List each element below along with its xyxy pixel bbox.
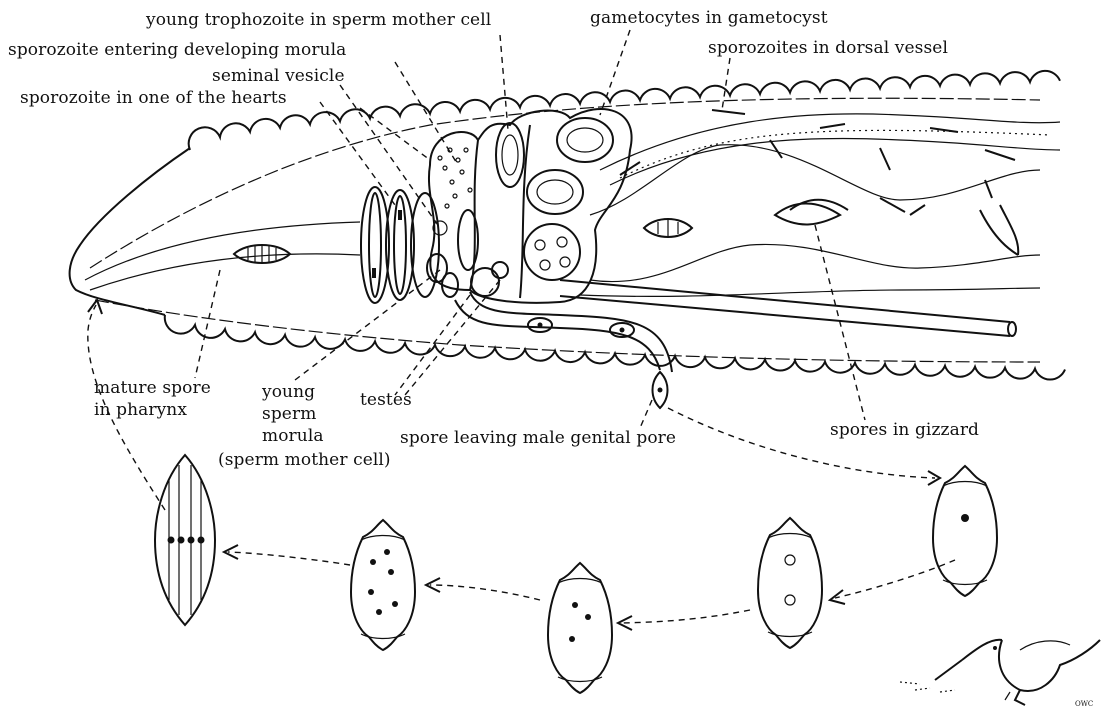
label-spore-leaving: spore leaving male genital pore: [400, 428, 676, 448]
seminal-vesicles: [429, 109, 632, 303]
artist-signature: OWC: [1075, 700, 1093, 708]
label-morula: morula: [262, 426, 324, 446]
bird-feeding: [900, 640, 1100, 705]
label-gametocytes: gametocytes in gametocyst: [590, 8, 828, 28]
gut-tube: [85, 145, 1040, 297]
label-mature-spore: mature spore: [94, 378, 211, 398]
label-young: young: [262, 382, 315, 402]
label-spores-gizzard: spores in gizzard: [830, 420, 979, 440]
spore-stage-3: [548, 563, 612, 693]
label-sporozoites-dorsal: sporozoites in dorsal vessel: [708, 38, 948, 58]
vesicle-speckle: [456, 158, 460, 162]
dorsal-vessel: [600, 114, 1060, 185]
label-young-trophozoite: young trophozoite in sperm mother cell: [146, 10, 491, 30]
leader-lines: [195, 30, 865, 428]
vesicle-speckle: [460, 170, 464, 174]
vesicle-speckle: [443, 166, 447, 170]
vesicle-speckle: [445, 204, 449, 208]
label-seminal-vesicle: seminal vesicle: [212, 66, 345, 86]
spore-stage-5: [933, 466, 997, 596]
label-sporozoite-morula: sporozoite entering developing morula: [8, 40, 346, 60]
label-in-pharynx: in pharynx: [94, 400, 187, 420]
vesicle-speckle: [453, 194, 457, 198]
label-testes: testes: [360, 390, 412, 410]
label-sperm: sperm: [262, 404, 316, 424]
vesicle-speckle: [464, 148, 468, 152]
vesicle-speckle: [450, 180, 454, 184]
spore-stages: [155, 455, 997, 693]
label-sporozoite-hearts: sporozoite in one of the hearts: [20, 88, 287, 108]
vesicle-speckle: [438, 156, 442, 160]
spore-stage-1: [155, 455, 215, 625]
worm-body: [70, 71, 1065, 380]
hearts: [361, 187, 439, 303]
spore-stage-2: [351, 520, 415, 650]
label-sperm-mother-cell: (sperm mother cell): [218, 450, 391, 470]
spore-stage-4: [758, 518, 822, 648]
vesicle-speckle: [468, 188, 472, 192]
